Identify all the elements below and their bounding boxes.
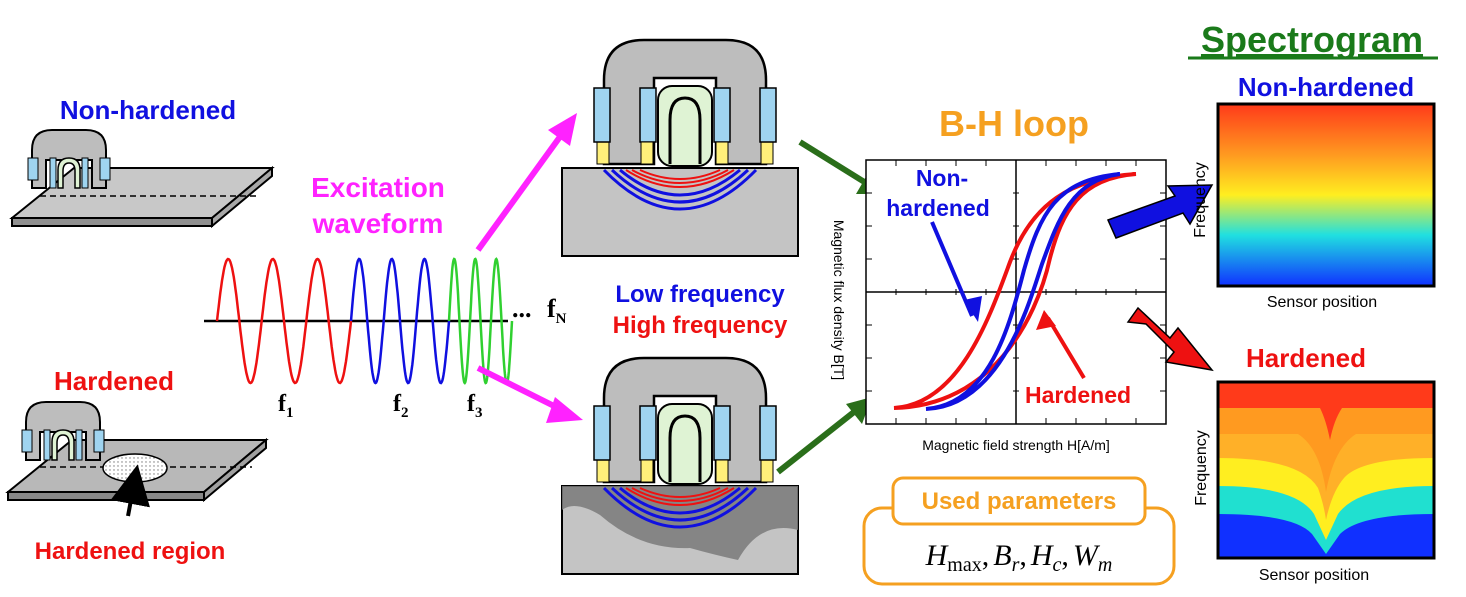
- dots-label: ...: [512, 294, 532, 323]
- spectrogram-xlabel-top: Sensor position: [1267, 294, 1377, 311]
- f2-label: f2: [393, 391, 409, 421]
- loop-to-spectrogram-arrows: [1106, 184, 1214, 372]
- high-frequency-label: High frequency: [613, 312, 788, 339]
- arrow-to-lower-sensor: [476, 365, 564, 413]
- u-core-sensor-icon: [593, 356, 777, 485]
- blue-block-arrow: [1106, 184, 1214, 239]
- bh-loop-title: B-H loop: [939, 103, 1089, 144]
- spectrogram-xlabel-bottom: Sensor position: [1259, 567, 1369, 584]
- spectrogram-hardened-map: [1216, 380, 1436, 560]
- red-block-arrow: [1126, 306, 1214, 372]
- spectrogram-ylabel-bottom: Frequency: [1193, 430, 1210, 506]
- low-frequency-label: Low frequency: [615, 281, 785, 308]
- hardened-region-ellipse: [102, 453, 168, 483]
- high-freq-wave: [447, 257, 514, 385]
- eddy-current-lines: [602, 168, 758, 211]
- used-parameters-box: Used parameters Hmax,Br,Hc,Wm: [862, 476, 1176, 586]
- spectrogram-title: Spectrogram: [1201, 19, 1423, 60]
- bh-xlabel: Magnetic field strength H[A/m]: [922, 437, 1110, 453]
- spectrogram-ylabel-top: Frequency: [1192, 162, 1209, 238]
- spectrogram-hardened-label: Hardened: [1246, 343, 1366, 373]
- f3-label: f3: [467, 391, 483, 421]
- small-sensor-icon: [21, 401, 105, 461]
- small-sensor-icon: [27, 129, 111, 189]
- fn-label: fN: [547, 294, 567, 327]
- upper-sensor-non-hardened: [561, 38, 799, 257]
- lower-sensor-hardened: [561, 356, 799, 575]
- non-hardened-specimen: Non-hardened: [9, 95, 275, 229]
- excitation-title-line2: waveform: [312, 208, 444, 239]
- non-hardened-line2: hardened: [886, 195, 990, 221]
- hardened-label: Hardened: [54, 366, 174, 396]
- mid-freq-wave: [349, 257, 451, 385]
- hardened-specimen: Hardened Hardened region: [5, 366, 269, 565]
- non-hardened-loop: [925, 172, 1121, 411]
- parameters-formula: Hmax,Br,Hc,Wm: [925, 539, 1113, 576]
- hardened-region-label: Hardened region: [35, 538, 226, 565]
- excitation-arrows: [475, 113, 583, 423]
- arrow-to-upper-sensor: [475, 132, 565, 252]
- used-parameters-title: Used parameters: [922, 488, 1117, 515]
- excitation-title-line1: Excitation: [311, 172, 445, 203]
- hardened-pointer: [1046, 316, 1086, 380]
- hardened-loop: [893, 172, 1137, 410]
- non-hardened-label: Non-hardened: [60, 95, 236, 125]
- bh-ylabel: Magnetic flux density B[T]: [831, 220, 847, 380]
- low-freq-wave: [215, 257, 353, 385]
- f1-label: f1: [278, 391, 294, 421]
- non-hardened-line1: Non-: [916, 165, 968, 191]
- hardened-curve-label: Hardened: [1025, 382, 1131, 408]
- spectrogram-panel: Spectrogram Non-hardened Frequency Senso…: [1188, 19, 1438, 584]
- spectrogram-non-hardened-map: [1216, 102, 1436, 288]
- excitation-waveform: Excitation waveform ... fN f1 f2 f3 Low …: [204, 172, 788, 421]
- u-core-sensor-icon: [593, 38, 777, 167]
- bh-loop-chart: B-H loop Magnetic field strength H[A/m] …: [831, 103, 1167, 453]
- eddy-current-lines: [602, 486, 758, 529]
- spectrogram-non-hardened-label: Non-hardened: [1238, 72, 1414, 102]
